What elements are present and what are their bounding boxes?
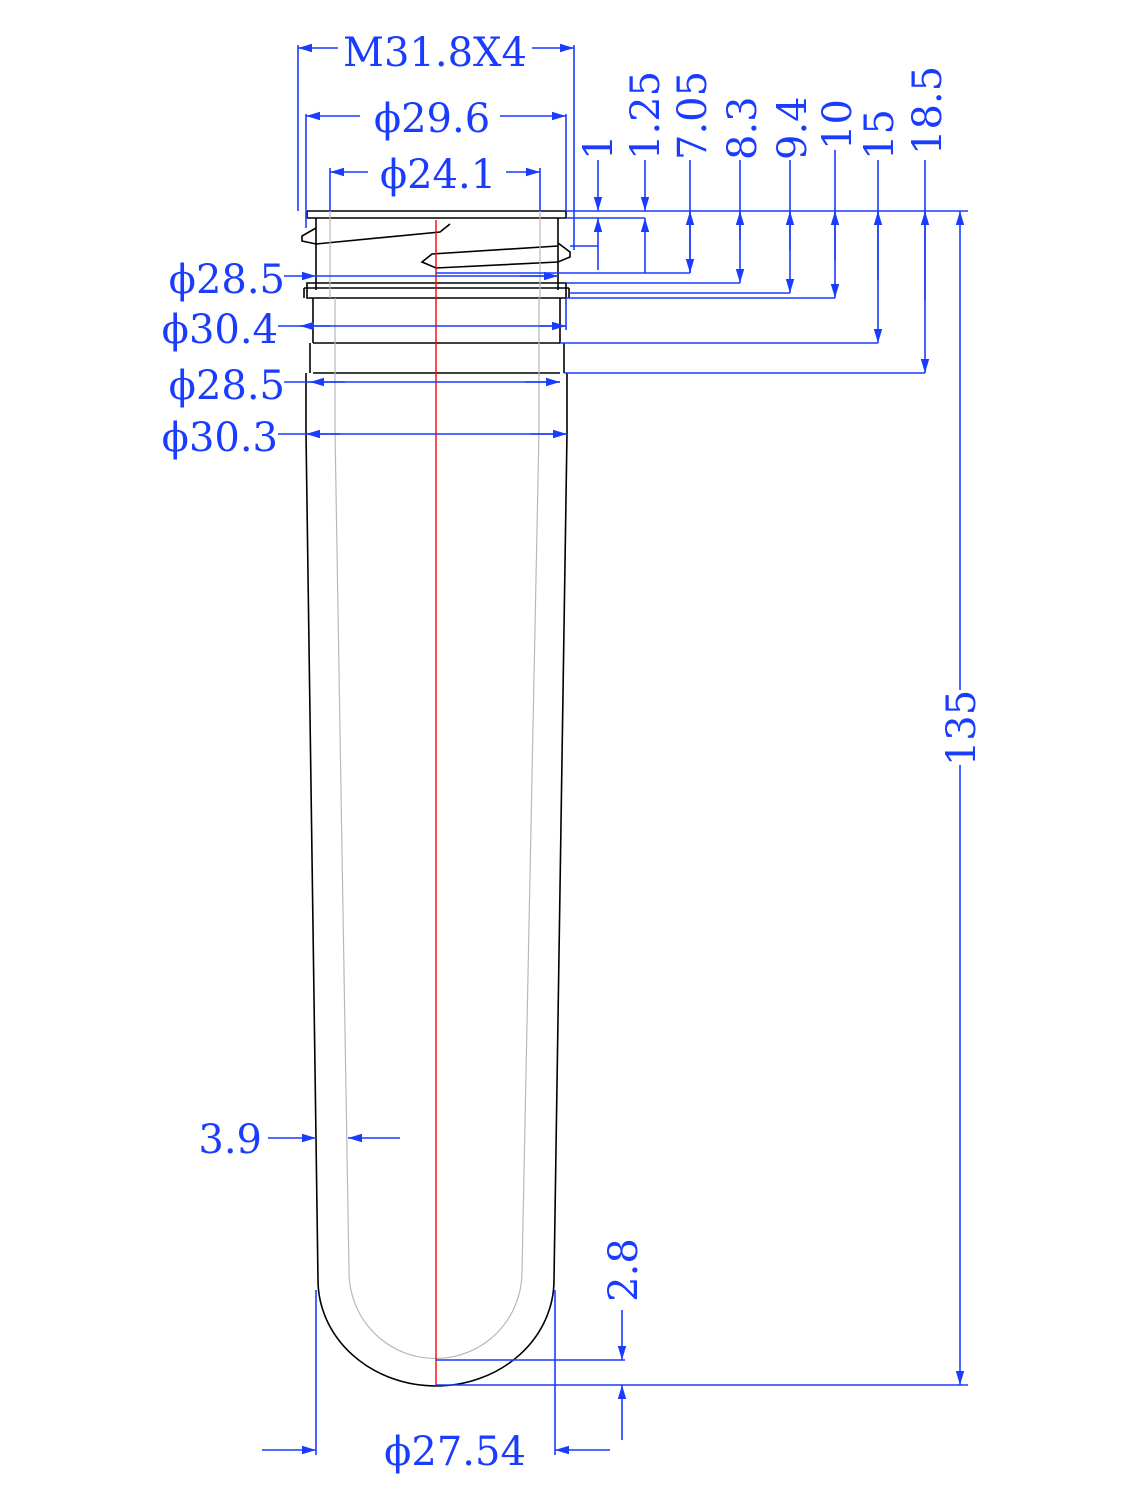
height-label-1-25: 1.25 [623, 71, 669, 160]
left-dia-1-label: ϕ28.5 [169, 257, 285, 303]
outer-thread-dia-dimension: ϕ29.6 [305, 96, 567, 228]
height-label-10: 10 [815, 99, 861, 150]
bottom-dia-dimension: ϕ27.54 [262, 1290, 610, 1475]
overall-length-dimension: 135 [436, 211, 985, 1386]
height-label-1: 1 [576, 135, 622, 160]
height-label-9-4: 9.4 [770, 96, 816, 160]
left-dia-4-label: ϕ30.3 [162, 415, 278, 461]
height-label-7-05: 7.05 [670, 71, 716, 160]
outer-thread-dia-label: ϕ29.6 [374, 96, 490, 142]
bottom-thickness-label: 2.8 [601, 1238, 647, 1302]
left-dia-2: ϕ30.4 [162, 298, 567, 353]
bore-dia-label: ϕ24.1 [380, 152, 496, 198]
left-dia-4: ϕ30.3 [162, 415, 567, 461]
left-dia-3-label: ϕ28.5 [169, 363, 285, 409]
left-dia-1: ϕ28.5 [169, 257, 558, 303]
height-label-8-3: 8.3 [720, 96, 766, 160]
wall-thickness-label: 3.9 [198, 1117, 262, 1163]
thread-label: M31.8X4 [343, 30, 527, 76]
thread-dimension: M31.8X4 [297, 30, 575, 250]
height-label-15: 15 [857, 109, 903, 160]
left-dia-3: ϕ28.5 [169, 363, 560, 409]
wall-thickness-dimension: 3.9 [198, 1117, 400, 1163]
height-label-18-5: 18.5 [905, 66, 951, 155]
left-dia-2-label: ϕ30.4 [162, 307, 278, 353]
bore-dia-dimension: ϕ24.1 [329, 152, 541, 211]
bottom-thickness-dimension: 2.8 [436, 1238, 647, 1440]
bottom-dia-label: ϕ27.54 [384, 1429, 526, 1475]
preform-inner-wall [329, 211, 541, 1360]
overall-length-label: 135 [939, 690, 985, 766]
height-dimensions: 1 1.25 7.05 8.3 9.4 10 15 18.5 [436, 66, 968, 374]
